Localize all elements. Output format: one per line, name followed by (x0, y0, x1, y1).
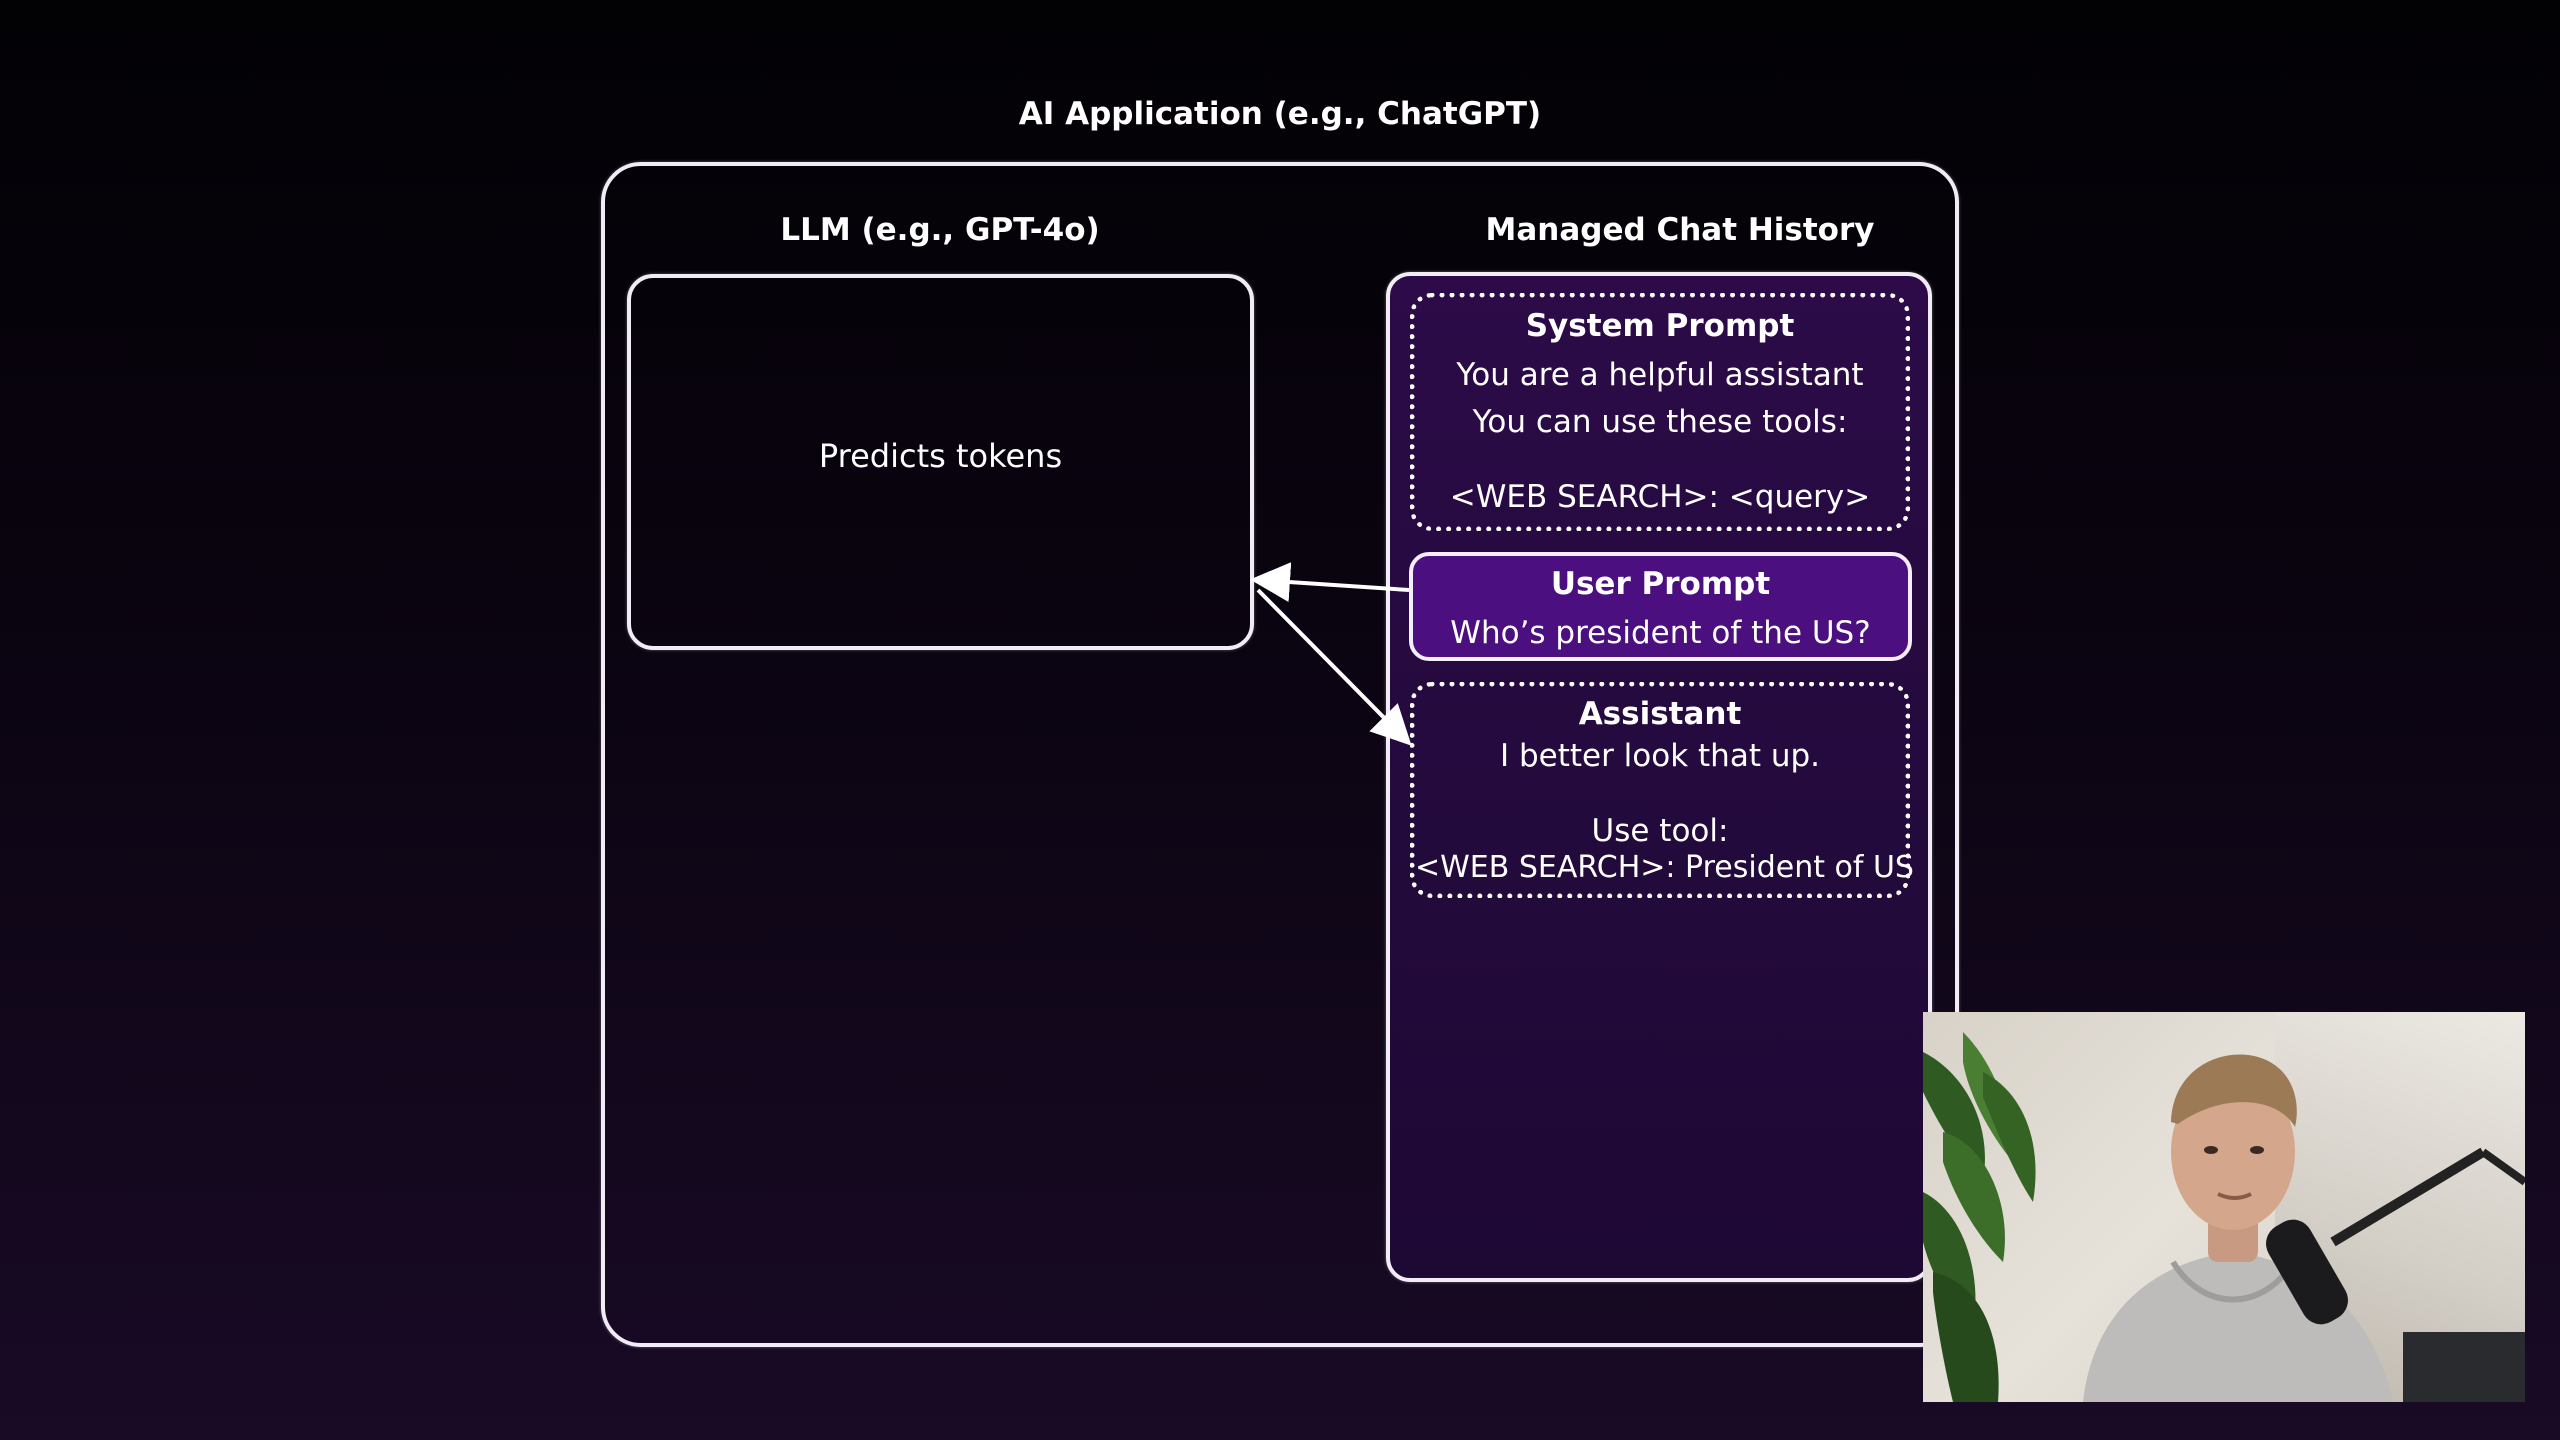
llm-description: Predicts tokens (818, 437, 1063, 475)
system-prompt-line: You are a helpful assistant (1456, 357, 1864, 393)
system-prompt-card: System Prompt You are a helpful assistan… (1410, 293, 1910, 531)
assistant-card: Assistant I better look that up. Use too… (1410, 682, 1914, 898)
arrow-user-prompt-to-llm (1250, 562, 1410, 603)
assistant-title: Assistant (1578, 696, 1742, 732)
arrow-llm-to-assistant (1256, 588, 1412, 746)
laptop-icon (2403, 1332, 2525, 1402)
assistant-line: Use tool: (1591, 813, 1729, 849)
ai-application-frame (601, 162, 1959, 1347)
user-prompt-text: Who’s president of the US? (1450, 615, 1871, 651)
system-prompt-tool-line: <WEB SEARCH>: <query> (1449, 479, 1871, 515)
llm-title: LLM (e.g., GPT-4o) (780, 212, 1100, 248)
presenter-webcam (1923, 1012, 2525, 1402)
assistant-tool-line: <WEB SEARCH>: President of US (1415, 850, 1914, 885)
person-head (2171, 1074, 2295, 1230)
person-body (2083, 1252, 2393, 1402)
app-title: AI Application (e.g., ChatGPT) (1018, 96, 1542, 132)
user-prompt-card: User Prompt Who’s president of the US? (1409, 552, 1912, 661)
plant-icon (1923, 1032, 2036, 1402)
system-prompt-title: System Prompt (1525, 308, 1795, 344)
system-prompt-line: You can use these tools: (1472, 404, 1848, 440)
user-prompt-title: User Prompt (1550, 566, 1771, 602)
assistant-line: I better look that up. (1499, 738, 1821, 774)
llm-box (627, 274, 1254, 650)
history-title: Managed Chat History (1485, 212, 1875, 248)
webcam-scene (1923, 1032, 2525, 1402)
microphone-icon (2266, 1147, 2525, 1325)
chat-history-panel (1386, 272, 1932, 1282)
